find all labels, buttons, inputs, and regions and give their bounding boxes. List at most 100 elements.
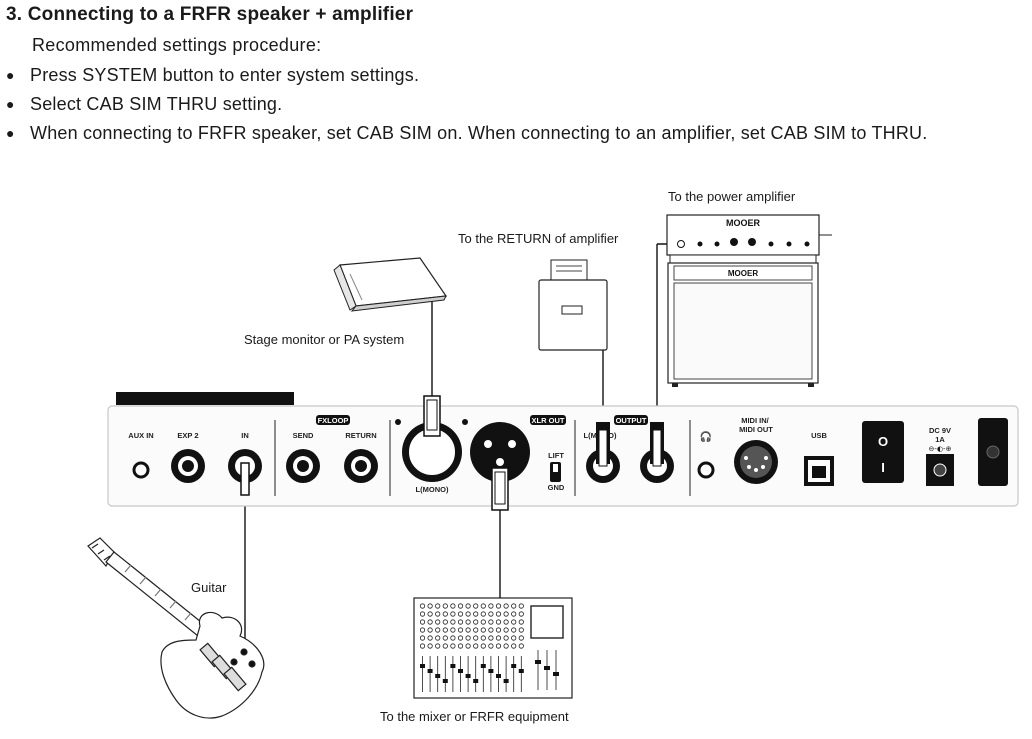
fx-loop-label: FXLOOP: [318, 416, 349, 425]
mixer-knob: [442, 603, 448, 609]
step-text: Select CAB SIM THRU setting.: [30, 94, 283, 114]
mixer-fader: [496, 674, 501, 678]
midi-label-line1: MIDI IN/: [741, 416, 769, 425]
mixer-knob: [473, 643, 479, 649]
mixer-knob: [442, 619, 448, 625]
mixer-knob: [419, 611, 426, 617]
return-amp-label: To the RETURN of amplifier: [458, 231, 619, 246]
power-amp-label: To the power amplifier: [668, 189, 796, 204]
usb-label: USB: [811, 431, 827, 440]
mixer-fader: [511, 664, 517, 668]
mixer-knob: [427, 619, 433, 625]
mixer-knob: [457, 643, 464, 649]
dc-label-1: DC 9V: [929, 426, 951, 435]
mixer-knob: [457, 611, 464, 617]
mixer-knob: [473, 635, 479, 641]
power-switch-on-mark: O: [878, 434, 888, 449]
mixer-fader: [488, 669, 494, 673]
mixer-knob: [427, 635, 433, 641]
dc-label-2: 1A: [935, 435, 945, 444]
mixer-knob: [442, 643, 448, 649]
mixer-knob: [480, 603, 486, 609]
mixer-fader: [473, 679, 479, 683]
mixer-knob: [435, 643, 441, 649]
mixer-knob: [480, 635, 486, 641]
mixer-knob: [450, 619, 456, 625]
mixer-knob: [480, 611, 486, 617]
mixer-knob: [495, 603, 502, 609]
mixer-label: To the mixer or FRFR equipment: [380, 709, 569, 724]
mixer-fader: [427, 669, 433, 673]
mixer-knob: [495, 619, 502, 625]
step-item: ● Select CAB SIM THRU setting.: [6, 92, 927, 121]
bullet-icon: ●: [6, 67, 15, 83]
mixer-knob: [465, 603, 471, 609]
amp-head-brand: MOOER: [726, 218, 761, 228]
mixer-knob: [518, 627, 524, 633]
mixer-knob: [488, 635, 494, 641]
mixer-knob: [427, 603, 433, 609]
dc-polarity-icon: ⊖-◐-⊕: [929, 445, 952, 453]
mixer-fader: [458, 669, 463, 673]
mixer-knob: [495, 643, 502, 649]
mixer-knob: [450, 627, 456, 633]
mixer-knob: [442, 627, 448, 633]
mixer-knob: [503, 635, 509, 641]
mixer-knob: [488, 619, 494, 625]
headphone-jack: [697, 461, 715, 479]
mixer-fader: [442, 679, 448, 683]
mixer-knob: [427, 627, 433, 633]
mixer-master-fader: [535, 660, 541, 664]
mixer-knob: [419, 603, 426, 609]
mixer-knob: [465, 611, 471, 617]
bullet-icon: ●: [6, 125, 15, 141]
mixer-knob: [435, 635, 441, 641]
mixer-knob: [465, 635, 471, 641]
mixer-knob: [442, 635, 448, 641]
mixer-knob: [488, 627, 494, 633]
mixer-knob: [435, 619, 441, 625]
lift-label: LIFT: [548, 451, 564, 460]
mixer-knob: [480, 627, 486, 633]
mixer-knob: [488, 643, 494, 649]
mixer-knob: [518, 611, 524, 617]
mixer-knob: [473, 611, 479, 617]
mixer-knob: [450, 635, 456, 641]
combo-amp: [538, 259, 608, 351]
mixer-knob: [473, 627, 479, 633]
mixer-knob: [457, 635, 464, 641]
mixer-knob: [511, 627, 517, 633]
mixer-knob: [419, 643, 426, 649]
headphone-icon: 🎧: [700, 430, 712, 443]
mixer-knob: [480, 619, 486, 625]
power-switch[interactable]: [862, 421, 904, 483]
mixer-knob: [511, 635, 517, 641]
mixer-knob: [435, 611, 441, 617]
mixer-knob: [503, 611, 509, 617]
mixer-master-fader: [544, 666, 550, 670]
mixer-knob: [495, 635, 502, 641]
mixer-fader: [503, 679, 509, 683]
mixer-knob: [435, 603, 441, 609]
mixer-knob: [503, 619, 509, 625]
mixer-knob: [480, 643, 486, 649]
mixer-knob: [511, 611, 517, 617]
mixer-knob: [457, 627, 464, 633]
in-label: IN: [241, 431, 249, 440]
mixer-fader: [465, 674, 471, 678]
mixer-fader: [450, 664, 456, 668]
mixer-master-fader: [553, 672, 559, 676]
gnd-label: GND: [548, 483, 565, 492]
mixer-knob: [488, 611, 494, 617]
mixer-knob: [518, 603, 524, 609]
mixer-knob: [503, 603, 509, 609]
output-tag: [614, 415, 648, 425]
mixer-knob: [518, 635, 524, 641]
mixer-knob: [518, 643, 524, 649]
mixer-knob: [503, 643, 509, 649]
bullet-icon: ●: [6, 96, 15, 112]
xlr-out-label: XLR OUT: [532, 416, 565, 425]
mixer-knob: [457, 603, 464, 609]
power-switch-off-mark: I: [881, 460, 885, 475]
